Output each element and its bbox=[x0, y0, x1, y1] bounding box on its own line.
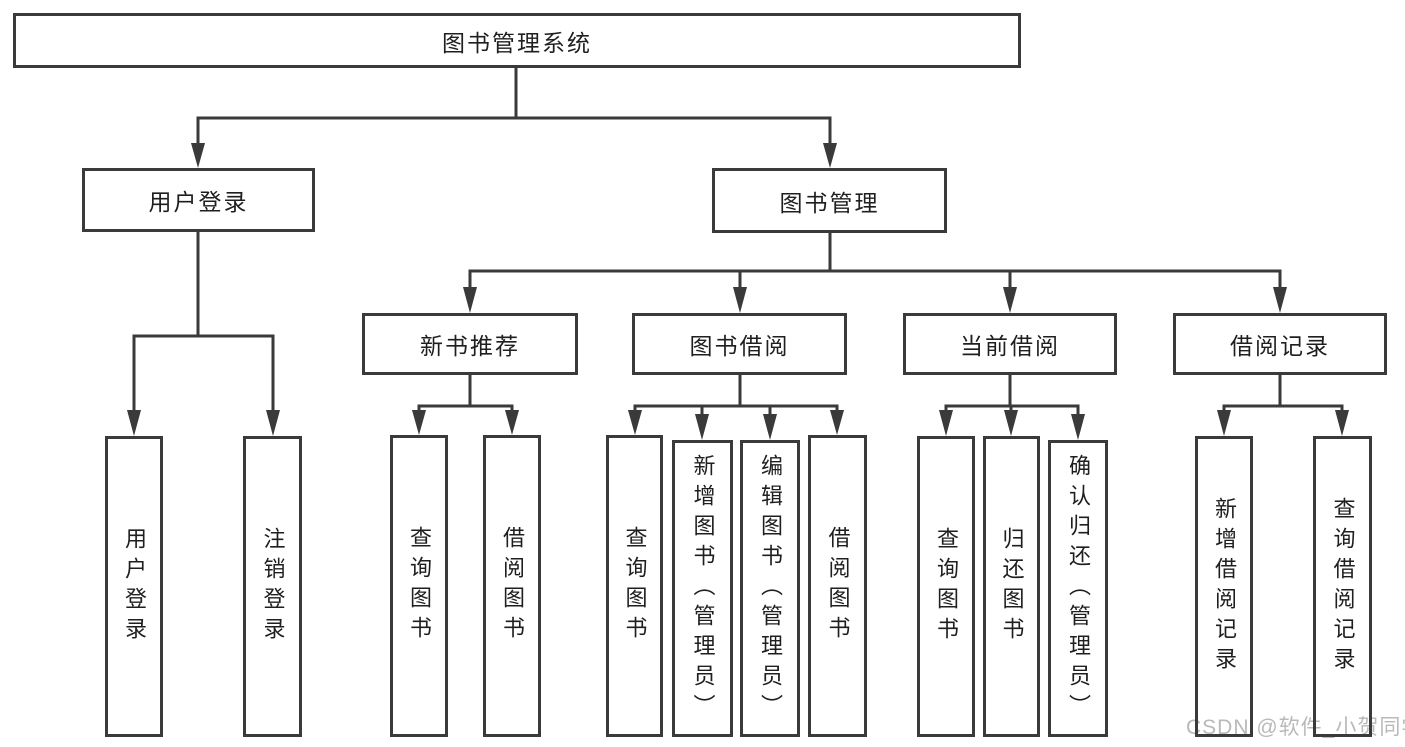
leaf-query-books-current: 查询图书 bbox=[917, 436, 975, 737]
node-book-management: 图书管理 bbox=[712, 168, 947, 233]
leaf-query-books-borrow: 查询图书 bbox=[606, 435, 663, 737]
leaf-add-borrow-record: 新增借阅记录 bbox=[1195, 436, 1253, 737]
leaf-return-book: 归还图书 bbox=[983, 436, 1040, 737]
leaf-logout: 注销登录 bbox=[243, 436, 302, 737]
node-new-book-recommend: 新书推荐 bbox=[362, 313, 578, 375]
leaf-borrow-books-recommend: 借阅图书 bbox=[483, 435, 541, 737]
arrowheads bbox=[127, 143, 1349, 440]
leaf-borrow-books: 借阅图书 bbox=[808, 435, 867, 737]
node-borrow-records: 借阅记录 bbox=[1173, 313, 1387, 375]
leaf-query-borrow-record: 查询借阅记录 bbox=[1313, 436, 1372, 737]
node-library-system: 图书管理系统 bbox=[13, 13, 1021, 68]
leaf-confirm-return-admin: 确认归还（管理员） bbox=[1048, 440, 1108, 737]
node-book-borrow: 图书借阅 bbox=[632, 313, 847, 375]
node-current-borrow: 当前借阅 bbox=[903, 313, 1117, 375]
leaf-user-login: 用户登录 bbox=[105, 436, 163, 737]
watermark: CSDN @软件_小贺同学 bbox=[1186, 716, 1405, 739]
leaf-query-books-recommend: 查询图书 bbox=[390, 435, 448, 737]
node-user-login: 用户登录 bbox=[82, 168, 315, 232]
leaf-edit-book-admin: 编辑图书（管理员） bbox=[740, 440, 800, 737]
leaf-add-book-admin: 新增图书（管理员） bbox=[672, 440, 733, 737]
